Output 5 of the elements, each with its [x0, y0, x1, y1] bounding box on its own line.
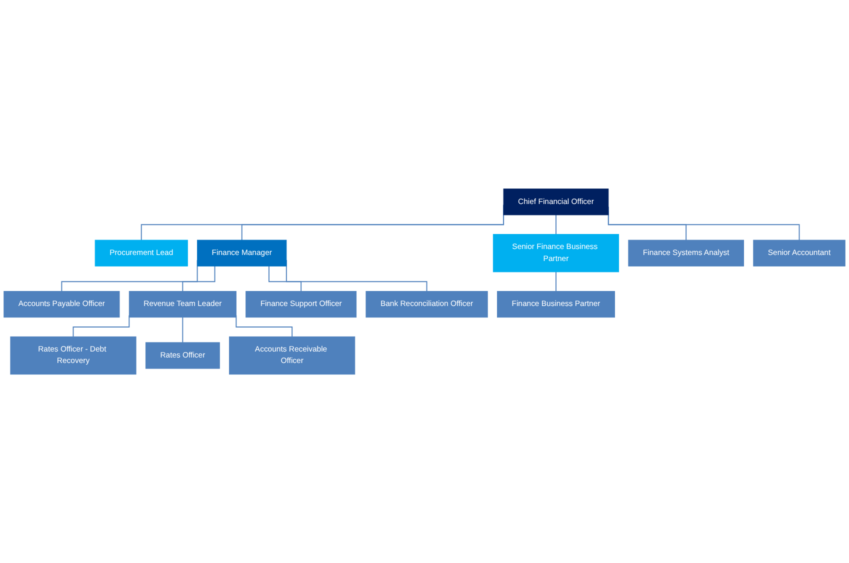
connector [268, 266, 302, 292]
connector [236, 314, 293, 338]
connector [72, 314, 130, 338]
connector [182, 316, 184, 343]
connector [182, 266, 216, 292]
